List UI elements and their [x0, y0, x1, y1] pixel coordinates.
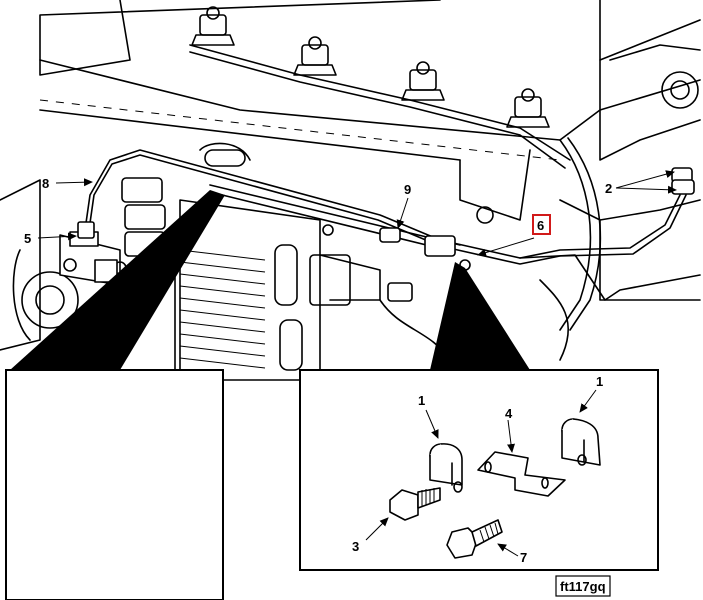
callout-3: 3 [352, 539, 359, 554]
spacer-bracket [477, 451, 566, 497]
p-clamp-right [561, 418, 601, 466]
figure-id-box [555, 575, 611, 597]
callout-1-right: 1 [596, 374, 603, 389]
callout-6: 6 [537, 218, 544, 233]
callout-2: 2 [605, 181, 612, 196]
callout-4: 4 [505, 406, 513, 421]
callout-5: 5 [24, 231, 31, 246]
callout-leaders [37, 170, 677, 557]
detail-wedge-left [10, 190, 225, 370]
fuel-line [77, 149, 701, 302]
detail-box-left [5, 369, 224, 600]
callout-7: 7 [520, 550, 527, 565]
p-clamp-left [429, 443, 463, 493]
bolt-3 [389, 487, 441, 521]
callout-6-highlight [532, 214, 551, 235]
injector-connectors [189, 6, 571, 169]
callout-8: 8 [42, 176, 49, 191]
ecm-module [174, 199, 381, 381]
figure-id-label: ft117gq [560, 579, 606, 594]
detail-wedge-right [430, 262, 530, 370]
bolt-7 [446, 519, 503, 559]
callout-9: 9 [404, 182, 411, 197]
callout-1-left: 1 [418, 393, 425, 408]
